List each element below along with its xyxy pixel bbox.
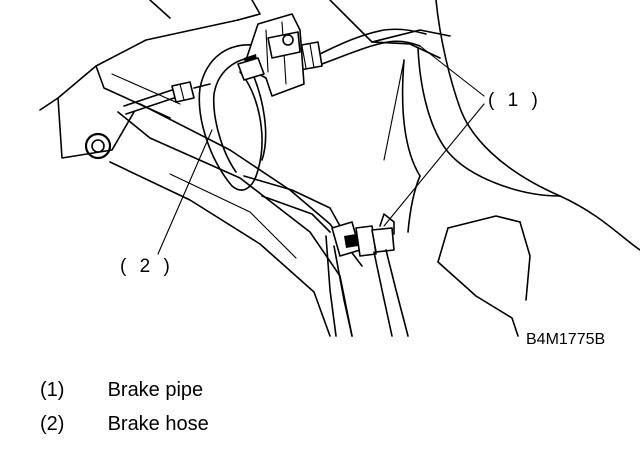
brake-pipe-upper [295,28,427,71]
legend-label: Brake hose [107,413,209,435]
legend-number: (1) [40,379,65,401]
legend-number: (2) [40,413,65,435]
vehicle-body-structure [39,0,640,337]
callout-2: ( 2 ) [120,256,174,277]
legend-item-brake-hose: (2) Brake hose [40,412,209,436]
upper-bracket-fitting [237,13,305,97]
leader-lines [157,45,485,255]
lower-fitting [325,213,409,337]
figure-code: B4M1775B [526,331,605,348]
legend-item-brake-pipe: (1) Brake pipe [40,378,203,402]
brake-hose [198,44,267,191]
callout-1: ( 1 ) [488,90,542,111]
legend-label: Brake pipe [107,379,204,401]
brake-pipe-left [123,81,211,115]
